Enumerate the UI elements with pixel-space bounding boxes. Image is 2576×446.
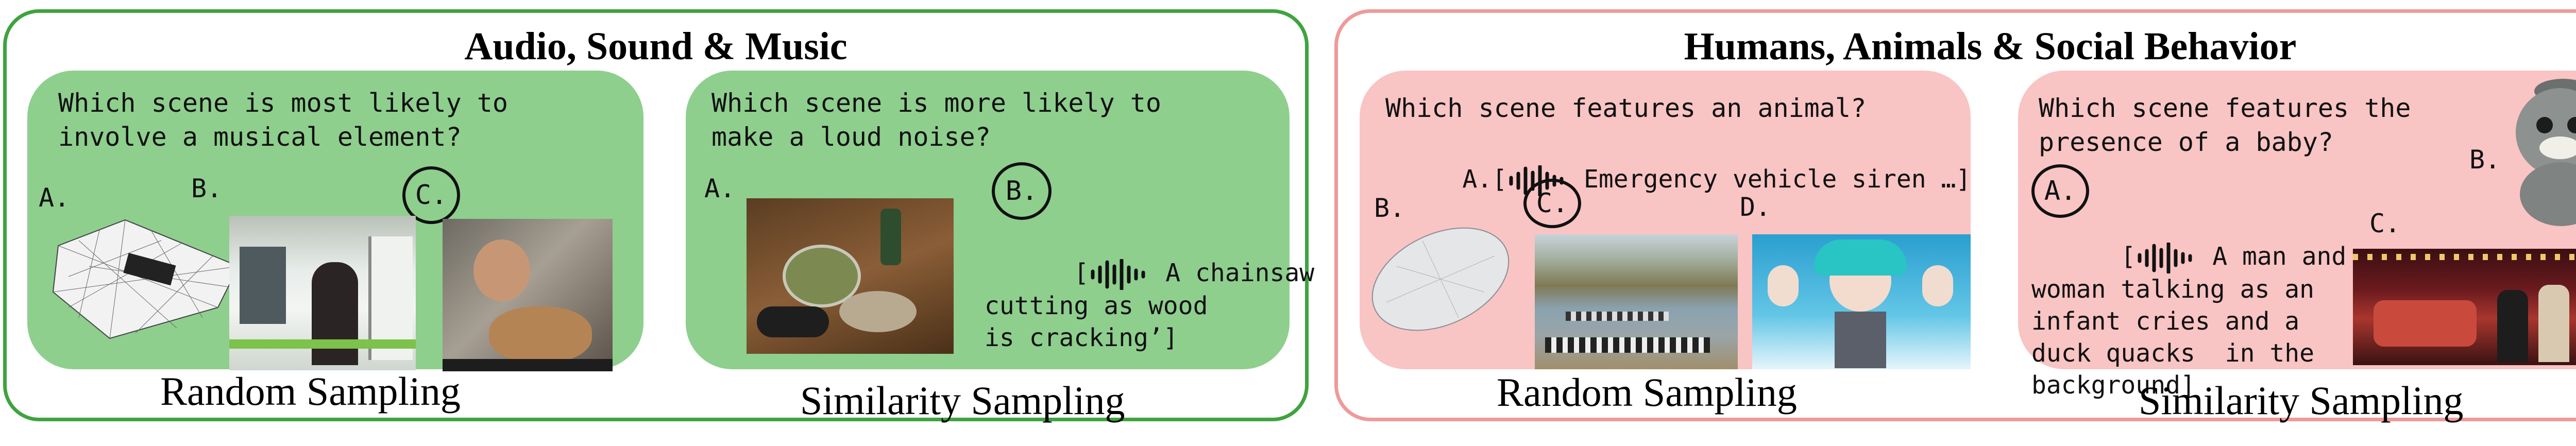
option-a-audio-clip: A.[ Emergency vehicle siren …] [1373, 131, 1971, 228]
audio-bracket: [ [1074, 259, 1089, 287]
option-b-label: B. [1374, 193, 1405, 223]
option-b-audio-clip: [ A chainsaw cutting as wood is cracking… [985, 225, 1314, 386]
audio-waveform-icon [2138, 243, 2192, 273]
option-b-label: B. [1005, 176, 1038, 207]
option-a-label: A. [2044, 176, 2077, 207]
option-d-label: D. [1740, 192, 1771, 222]
option-c-label: C. [2369, 209, 2401, 238]
option-a-selected-circle: A. [2031, 164, 2089, 218]
option-c-guitar-photo [443, 219, 613, 371]
card-random-sampling: Which scene is most likely to involve a … [27, 71, 643, 371]
option-b-label: B. [191, 174, 223, 203]
caption-similarity-sampling: Similarity Sampling [2139, 378, 2464, 423]
audio-description: A man and a woman talking as an infant c… [2031, 242, 2376, 400]
question-text: Which scene features an animal? [1385, 93, 1867, 123]
option-b-toy-figure-image [2503, 76, 2576, 228]
option-c-label: C. [1536, 188, 1569, 219]
question-text: Which scene features the presence of a b… [2039, 93, 2411, 157]
option-c-zebras-river-photo [1535, 234, 1738, 369]
mesh-illustration [52, 219, 240, 339]
audio-waveform-icon [1091, 259, 1145, 290]
audio-description: A chainsaw cutting as wood is cracking’] [985, 259, 1315, 352]
audio-bracket: [ [1492, 165, 1507, 194]
option-b-selected-circle: B. [992, 162, 1052, 220]
option-c-stage-photo [2353, 249, 2576, 365]
option-a-mesh-image [48, 210, 244, 344]
panel-humans-animals-social: Humans, Animals & Social Behavior Which … [1334, 9, 2576, 423]
option-c-selected-circle: C. [1523, 179, 1581, 228]
option-c-label: C. [415, 180, 448, 211]
option-b-label: B. [2469, 145, 2501, 175]
panel-audio-sound-music: Audio, Sound & Music Which scene is most… [3, 9, 1314, 423]
caption-similarity-sampling: Similarity Sampling [800, 378, 1125, 423]
card-random-sampling: Which scene features an animal? A.[ Emer… [1360, 71, 1971, 369]
option-a-label: A. [704, 174, 736, 203]
option-a-audio-clip: [ A man and a woman talking as an infant… [2031, 209, 2376, 433]
option-b-bus-photo [229, 216, 416, 370]
panel-title: Humans, Animals & Social Behavior [1684, 25, 2297, 68]
question-text: Which scene is more likely to make a lou… [711, 88, 1161, 152]
card-similarity-sampling: Which scene is more likely to make a lou… [686, 71, 1314, 369]
option-a-label: A. [1462, 165, 1493, 194]
disk-illustration [1371, 227, 1510, 331]
audio-description: Emergency vehicle siren …] [1569, 165, 1971, 194]
panel-title: Audio, Sound & Music [464, 25, 848, 68]
option-b-disk-image [1366, 225, 1515, 333]
caption-random-sampling: Random Sampling [1497, 370, 1797, 415]
option-a-label: A. [39, 183, 70, 213]
option-a-food-table-photo [747, 198, 954, 354]
toy-figure-illustration [2516, 79, 2576, 226]
audio-bracket: [ [2121, 242, 2136, 271]
question-text: Which scene is most likely to involve a … [58, 88, 508, 152]
option-d-anime-character-image [1752, 234, 1971, 369]
option-c-selected-circle: C. [402, 166, 460, 224]
card-similarity-sampling: Which scene features the presence of a b… [2018, 71, 2576, 400]
caption-random-sampling: Random Sampling [160, 369, 461, 414]
